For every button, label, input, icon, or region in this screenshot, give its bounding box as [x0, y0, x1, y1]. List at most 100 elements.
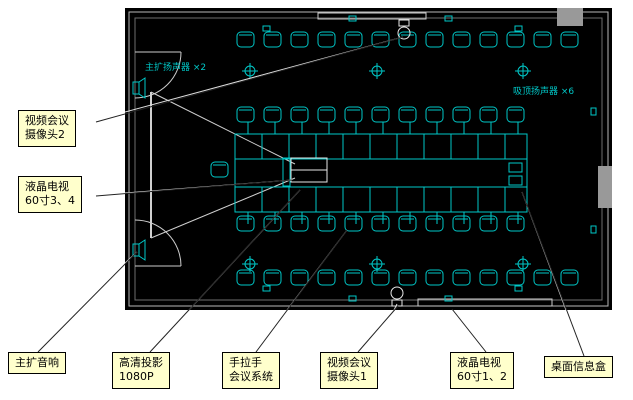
chair	[398, 215, 417, 232]
chair	[425, 269, 444, 286]
chair	[479, 215, 498, 232]
outlet-icon	[262, 285, 271, 292]
chair	[263, 215, 282, 232]
outlet-icon	[590, 107, 597, 116]
outlet-icon	[444, 295, 453, 302]
chair	[533, 269, 552, 286]
label-video-camera-1: 视频会议 摄像头1	[320, 352, 378, 389]
ceiling-speaker-icon	[368, 62, 386, 80]
top-wall-strip	[317, 12, 427, 20]
chair	[425, 31, 444, 48]
wall-speaker-icon	[132, 81, 140, 95]
chair	[371, 215, 390, 232]
cad-drawing-panel: 主扩扬声器 ×2 吸顶扬声器 ×6	[124, 8, 612, 311]
main-speakers-note: 主扩扬声器 ×2	[145, 61, 206, 73]
chair	[560, 269, 579, 286]
chair	[506, 31, 525, 48]
chair	[344, 106, 363, 123]
label-lcd-tv-1-2: 液晶电视 60寸1、2	[450, 352, 514, 389]
chair	[290, 106, 309, 123]
desktop-info-box-1	[508, 162, 523, 173]
chair	[425, 215, 444, 232]
label-video-camera-2: 视频会议 摄像头2	[18, 110, 76, 147]
chair	[290, 215, 309, 232]
leader-line-tv12	[451, 308, 487, 353]
chair	[479, 31, 498, 48]
ceiling-speakers	[241, 62, 532, 273]
ceiling-speaker-icon	[514, 62, 532, 80]
table-microphones-bottom	[247, 212, 519, 224]
door-top-left	[134, 51, 182, 99]
leader-lines-interior	[124, 36, 567, 311]
floor-plan-svg: 主扩扬声器 ×2 吸顶扬声器 ×6	[124, 8, 612, 311]
chair	[506, 215, 525, 232]
chair	[479, 106, 498, 123]
outlet-icon	[514, 285, 523, 292]
column-right-wall	[598, 166, 612, 208]
label-hand-in-hand-system: 手拉手 会议系统	[222, 352, 280, 389]
outlet-icon	[262, 25, 271, 32]
chair	[506, 269, 525, 286]
leader-line	[521, 191, 567, 311]
chair	[371, 106, 390, 123]
chair	[236, 31, 255, 48]
camera-2-icon	[397, 19, 411, 40]
chair	[263, 269, 282, 286]
chair	[479, 269, 498, 286]
column-top-right	[557, 8, 583, 26]
leader-line	[393, 303, 398, 311]
chair	[263, 106, 282, 123]
chair	[398, 106, 417, 123]
outlet-icon	[444, 15, 453, 22]
chair	[210, 161, 229, 178]
doors	[134, 51, 182, 267]
chair	[398, 269, 417, 286]
outlet-icon	[348, 295, 357, 302]
chair	[317, 215, 336, 232]
chair	[452, 106, 471, 123]
leader-line	[124, 36, 404, 113]
chair	[344, 31, 363, 48]
chair	[344, 269, 363, 286]
chair	[236, 215, 255, 232]
desktop-info-box-2	[508, 175, 523, 186]
door-bottom-left	[134, 219, 182, 267]
chair	[533, 31, 552, 48]
chair	[371, 269, 390, 286]
leader-line	[188, 189, 301, 311]
label-main-audio: 主扩音响	[8, 352, 66, 375]
chair	[560, 31, 579, 48]
label-lcd-tv-3-4: 液晶电视 60寸3、4	[18, 176, 82, 213]
chair	[317, 269, 336, 286]
outlet-icon	[590, 225, 597, 234]
chair	[317, 31, 336, 48]
leader-line-main-audio	[37, 251, 138, 353]
outlet-icon	[514, 25, 523, 32]
chair	[236, 269, 255, 286]
projector-unit	[290, 157, 328, 183]
leader-line-camera1	[357, 305, 399, 353]
label-hd-projector: 高清投影 1080P	[112, 352, 170, 389]
table-seat-dividers-bottom	[261, 187, 506, 212]
conference-table	[234, 122, 528, 224]
chair	[506, 106, 525, 123]
chair	[290, 269, 309, 286]
chair	[236, 106, 255, 123]
structural-columns	[557, 8, 612, 208]
table-seat-dividers-top	[261, 134, 506, 159]
outlet-icon	[348, 15, 357, 22]
chair	[263, 31, 282, 48]
chair	[317, 106, 336, 123]
ceiling-speakers-note: 吸顶扬声器 ×6	[513, 85, 574, 97]
chair	[398, 31, 417, 48]
cameras	[390, 19, 411, 307]
chair	[290, 31, 309, 48]
chair	[452, 215, 471, 232]
table-microphones-top	[247, 122, 519, 134]
camera-1-icon	[390, 286, 404, 307]
label-desktop-info-box: 桌面信息盒	[544, 356, 613, 379]
chair	[425, 106, 444, 123]
chair	[452, 31, 471, 48]
chair	[452, 269, 471, 286]
